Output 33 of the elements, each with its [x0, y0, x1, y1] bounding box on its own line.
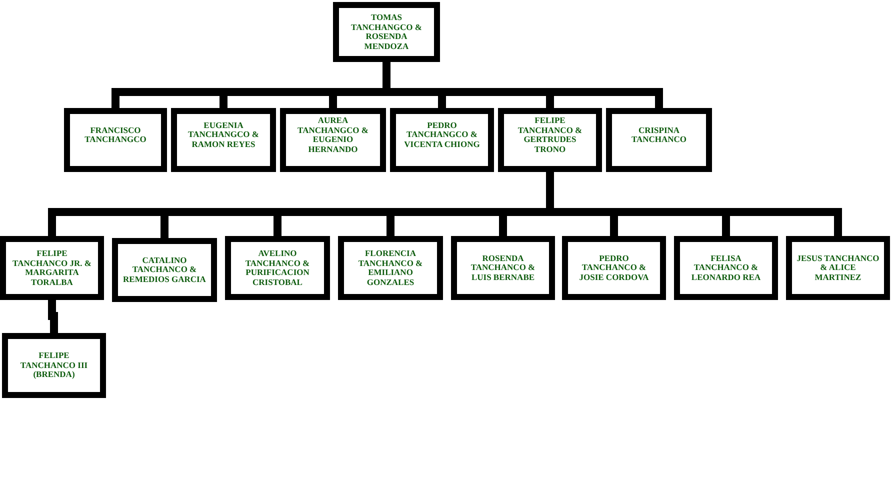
name-text: JESUS TANCHANCO & ALICE MARTINEZ — [796, 254, 880, 282]
name-text: FLORENCIA TANCHANCO & EMILIANO GONZALES — [357, 249, 424, 287]
person-box — [498, 108, 602, 172]
name-text: PEDRO TANCHANGCO & VICENTA CHIONG — [403, 120, 481, 150]
person-box — [333, 2, 440, 62]
person-box — [64, 108, 167, 172]
name-text: CATALINO TANCHANCO & REMEDIOS GARCIA — [122, 256, 207, 284]
person-box — [171, 108, 276, 172]
name-text: FELIPE TANCHANCO JR. & MARGARITA TORALBA — [12, 249, 92, 287]
name-text: AVELINO TANCHANCO & PURIFICACION CRISTOBAL — [244, 249, 311, 287]
name-text: TOMAS TANCHANGCO & ROSENDA MENDOZA — [350, 13, 423, 51]
name-text: FELISA TANCHANCO & LEONARDO REA — [690, 254, 762, 282]
name-text: AUREA TANCHANGCO & EUGENIO HERNANDO — [296, 116, 370, 154]
person-box — [606, 108, 712, 172]
person-box — [786, 236, 890, 300]
name-text: ROSENDA TANCHANCO & LUIS BERNABE — [470, 254, 536, 282]
name-text: FRANCISCO TANCHANGCO — [84, 126, 148, 144]
person-box — [0, 236, 104, 300]
name-text: FELIPE TANCHANCO III (BRENDA) — [19, 351, 89, 380]
connector-line — [48, 300, 58, 333]
person-box — [674, 236, 778, 300]
person-box — [2, 333, 106, 398]
person-box — [390, 108, 494, 172]
person-box — [280, 108, 386, 172]
person-box — [562, 236, 666, 300]
person-box — [225, 236, 330, 300]
name-text: PEDRO TANCHANCO & JOSIE CORDOVA — [578, 254, 650, 282]
person-box — [112, 238, 217, 302]
name-text: FELIPE TANCHANCO & GERTRUDES TRONO — [516, 116, 584, 154]
person-box — [451, 236, 555, 300]
person-box — [338, 236, 443, 300]
name-text: EUGENIA TANCHANGCO & RAMON REYES — [187, 120, 260, 150]
name-text: CRISPINA TANCHANCO — [630, 126, 688, 144]
